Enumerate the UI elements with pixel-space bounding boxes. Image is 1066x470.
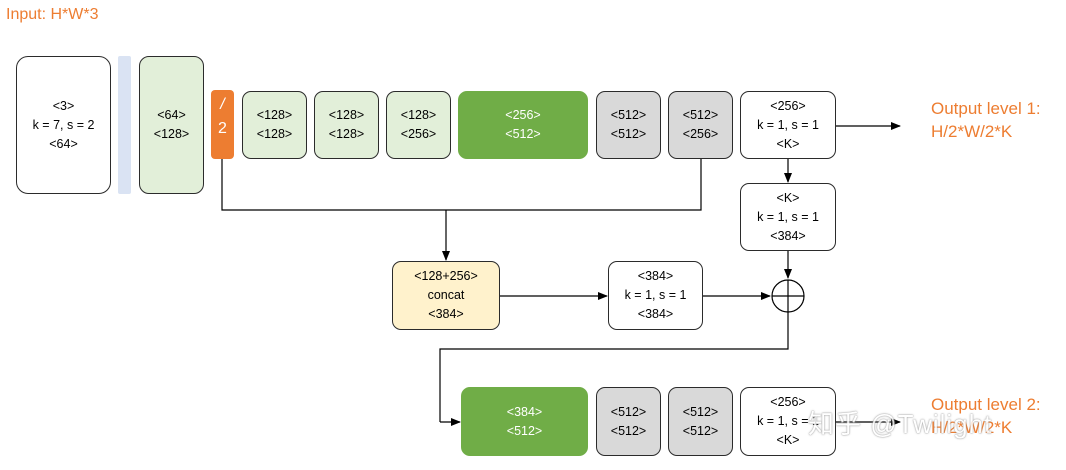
stem-line-1: <3> [52, 98, 75, 113]
block-512c-line-2: <512> [610, 423, 647, 438]
block-512d-line-2: <512> [682, 423, 719, 438]
block-512c-line-1: <512> [610, 404, 647, 419]
conv-384-block: <384> k = 1, s = 1 <384> [608, 261, 703, 330]
output-level-1-shape: H/2*W/2*K [931, 122, 1013, 141]
block-512d: <512> <512> [668, 387, 733, 456]
block-64-line-1: <64> [157, 108, 186, 122]
block-128a: <128> <128> [242, 91, 307, 159]
block-128b-line-1: <128> [328, 108, 365, 122]
block-512d-line-1: <512> [682, 404, 719, 419]
block-128c-line-1: <128> [400, 108, 437, 122]
conv-k-line-3: <384> [770, 228, 806, 243]
conv-k-block: <K> k = 1, s = 1 <384> [740, 183, 836, 251]
output-level-2-title: Output level 2: [931, 395, 1041, 414]
block-256-line-1: <256> [505, 108, 541, 122]
input-label: Input: H*W*3 [6, 6, 99, 23]
sum-to-block-384-line [439, 312, 789, 422]
block-64-line-2: <128> [153, 127, 190, 141]
block-512a-line-1: <512> [610, 108, 647, 122]
conv-k-line-1: <K> [776, 190, 800, 205]
block-512c: <512> <512> [596, 387, 661, 456]
block-128b: <128> <128> [314, 91, 379, 159]
pool-line-1: / [220, 96, 225, 113]
block-512a: <512> <512> [596, 91, 661, 159]
block-512a-line-2: <512> [610, 127, 647, 141]
conv-output-1-line-1: <256> [770, 98, 806, 113]
block-512b: <512> <256> [668, 91, 733, 159]
block-128c-line-2: <256> [400, 127, 437, 141]
block-256-line-2: <512> [505, 127, 541, 141]
conv-output-1-line-3: <K> [776, 136, 800, 151]
output-level-2-shape: H/2*W/2*K [931, 418, 1013, 437]
concat-line-3: <384> [428, 307, 464, 321]
output-level-1-title: Output level 1: [931, 99, 1041, 118]
block-128a-line-1: <128> [256, 108, 293, 122]
stem-line-2: k = 7, s = 2 [32, 117, 95, 132]
block-512b-line-2: <256> [682, 127, 719, 141]
stem-line-3: <64> [49, 136, 78, 151]
stem-conv-block: <3> k = 7, s = 2 <64> [16, 56, 111, 194]
block-384-line-1: <384> [506, 404, 543, 419]
block-128a-line-2: <128> [256, 127, 293, 141]
block-512b-line-1: <512> [682, 108, 719, 122]
conv-k-line-2: k = 1, s = 1 [757, 209, 819, 224]
concat-line-1: <128+256> [414, 269, 478, 283]
output-level-1-label: Output level 1: H/2*W/2*K [931, 97, 1041, 143]
concat-line-2: concat [427, 288, 465, 302]
block-384: <384> <512> [461, 387, 588, 456]
conv-384-line-3: <384> [637, 307, 674, 321]
normalization-bar [118, 56, 131, 194]
conv-384-line-1: <384> [637, 269, 674, 283]
output-level-2-label: Output level 2: H/2*W/2*K [931, 393, 1041, 439]
block-384-line-2: <512> [506, 423, 543, 438]
conv-output-2-line-1: <256> [770, 395, 806, 409]
pool-block: / 2 [211, 90, 234, 159]
block-256: <256> <512> [458, 91, 588, 159]
conv-output-2-line-2: k = 1, s = 1 [757, 414, 819, 428]
conv-output-1: <256> k = 1, s = 1 <K> [740, 91, 836, 159]
block-128c: <128> <256> [386, 91, 451, 159]
conv-output-2-line-3: <K> [776, 433, 800, 447]
watermark: 知乎 @Twilight [808, 409, 993, 439]
conv-output-2: <256> k = 1, s = 1 <K> [740, 387, 836, 456]
pool-line-2: 2 [218, 120, 227, 137]
conv-384-line-2: k = 1, s = 1 [624, 288, 687, 302]
block-64: <64> <128> [139, 56, 204, 194]
concat-block: <128+256> concat <384> [392, 261, 500, 330]
block-128b-line-2: <128> [328, 127, 365, 141]
conv-output-1-line-2: k = 1, s = 1 [757, 117, 819, 132]
skip-connection-line [221, 159, 702, 211]
